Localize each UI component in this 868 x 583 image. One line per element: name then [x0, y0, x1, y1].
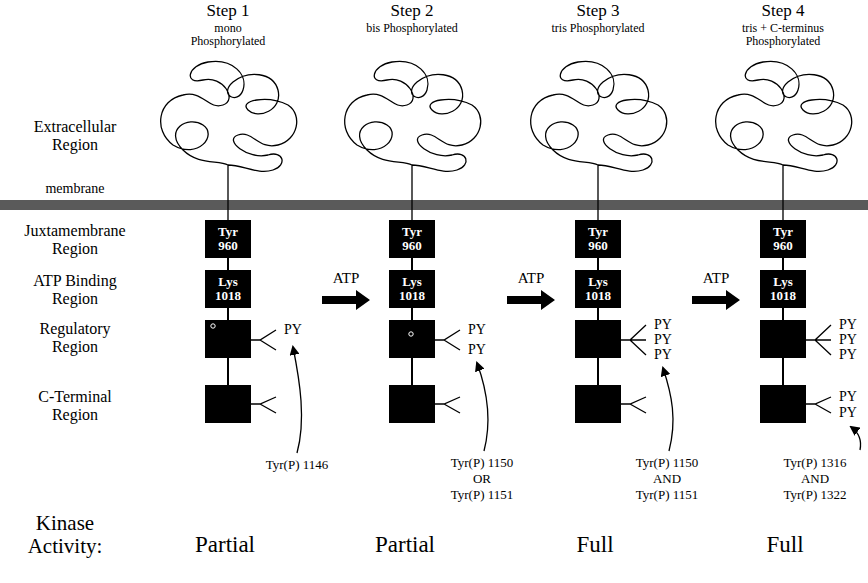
domain-box: Tyr 960 — [760, 220, 806, 258]
step-heading: Step 2 — [367, 2, 457, 21]
row-label: Kinase Activity: — [15, 512, 115, 558]
residue-callout: Tyr(P) 1150 — [617, 456, 717, 470]
domain-label: Lys 1018 — [766, 275, 800, 302]
domain-box: Lys 1018 — [389, 270, 435, 308]
atp-arrow — [322, 290, 370, 310]
domain-label: Lys 1018 — [211, 275, 245, 302]
callout-conjunction: AND — [785, 472, 845, 486]
domain-box: Tyr 960 — [205, 220, 251, 258]
step-subheading: tris + C-terminus Phosphorylated — [724, 22, 842, 48]
residue-callout: Tyr(P) 1316 — [770, 456, 860, 470]
region-label: Extracellular Region — [25, 118, 125, 153]
domain-label: Tyr 960 — [581, 225, 615, 252]
activity-value: Partial — [170, 532, 280, 557]
domain-label: Lys 1018 — [581, 275, 615, 302]
domain-box: Tyr 960 — [575, 220, 621, 258]
domain-link — [782, 258, 784, 270]
phosphotyrosine-label: PY — [464, 322, 490, 337]
phosphotyrosine-label: PY — [835, 317, 861, 332]
activity-value: Partial — [350, 532, 460, 557]
residue-callout: Tyr(P) 1322 — [770, 488, 860, 502]
atp-label: ATP — [511, 270, 551, 287]
phosphotyrosine-label: PY — [280, 322, 306, 337]
phosphotyrosine-label: PY — [835, 347, 861, 362]
atp-arrow — [507, 290, 555, 310]
region-label: C-Terminal Region — [25, 388, 125, 423]
atp-arrow — [692, 290, 740, 310]
phosphotyrosine-label: PY — [835, 405, 861, 420]
residue-callout: Tyr(P) 1151 — [617, 488, 717, 502]
domain-link — [597, 258, 599, 270]
domain-box: Lys 1018 — [760, 270, 806, 308]
domain-label: Lys 1018 — [395, 275, 429, 302]
step-heading: Step 1 — [183, 2, 273, 21]
domain-link — [227, 258, 229, 270]
activity-value: Full — [730, 532, 840, 557]
domain-box: Lys 1018 — [205, 270, 251, 308]
domain-box: Tyr 960 — [389, 220, 435, 258]
domain-label: Tyr 960 — [395, 225, 429, 252]
region-label: Regulatory Region — [25, 320, 125, 355]
phosphotyrosine-label: PY — [464, 342, 490, 357]
region-label: ATP Binding Region — [25, 272, 125, 307]
atp-label: ATP — [696, 270, 736, 287]
domain-box: Lys 1018 — [575, 270, 621, 308]
phosphotyrosine-label: PY — [650, 347, 676, 362]
step-subheading: mono Phosphorylated — [181, 22, 276, 48]
residue-callout: Tyr(P) 1146 — [247, 458, 347, 472]
phosphotyrosine-label: PY — [835, 389, 861, 404]
residue-callout: Tyr(P) 1151 — [432, 488, 532, 502]
step-subheading: bis Phosphorylated — [365, 22, 460, 35]
domain-link — [411, 258, 413, 270]
step-heading: Step 3 — [553, 2, 643, 21]
membrane-label: membrane — [25, 181, 125, 196]
atp-label: ATP — [326, 270, 366, 287]
step-subheading: tris Phosphorylated — [551, 22, 646, 35]
phosphotyrosine-label: PY — [835, 332, 861, 347]
callout-conjunction: AND — [637, 472, 697, 486]
activity-value: Full — [540, 532, 650, 557]
callout-conjunction: OR — [452, 472, 512, 486]
domain-label: Tyr 960 — [211, 225, 245, 252]
phosphotyrosine-label: PY — [650, 332, 676, 347]
phosphotyrosine-label: PY — [650, 317, 676, 332]
step-heading: Step 4 — [738, 2, 828, 21]
region-label: Juxtamembrane Region — [13, 222, 138, 257]
domain-label: Tyr 960 — [766, 225, 800, 252]
residue-callout: Tyr(P) 1150 — [432, 456, 532, 470]
membrane-band — [0, 200, 868, 210]
